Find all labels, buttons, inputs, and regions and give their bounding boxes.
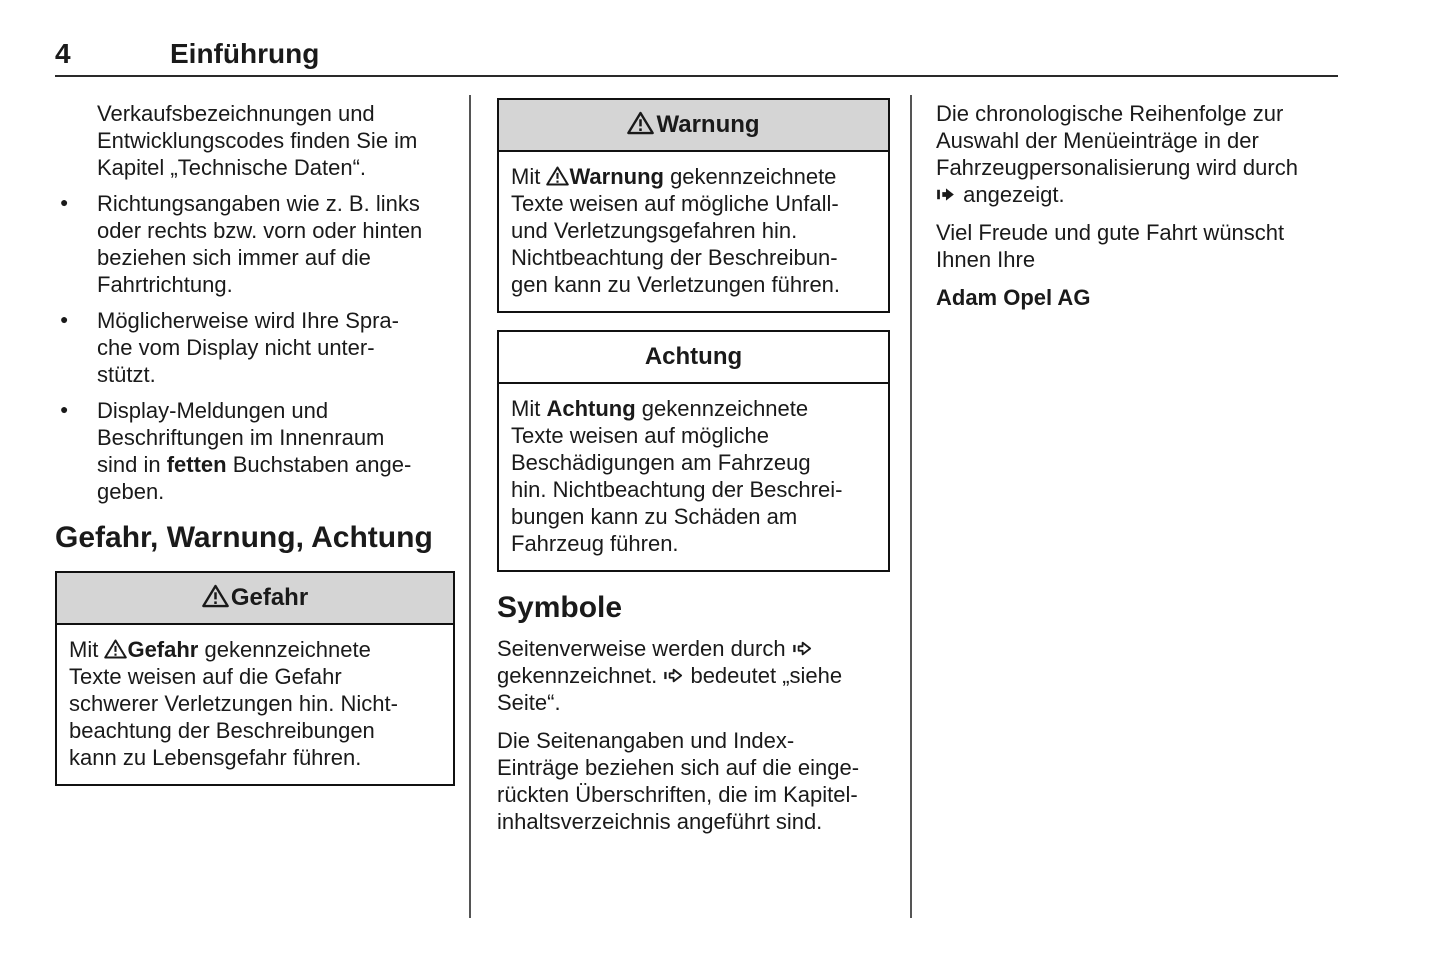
warning-icon [546, 163, 570, 190]
bullet-icon: ● [60, 401, 69, 417]
section-heading-symbole: Symbole [497, 591, 623, 624]
bullet-icon: ● [60, 311, 69, 327]
paragraph: Seitenverweise werden durch gekennzeichn… [497, 635, 843, 715]
warnung-box-title: Warnung [627, 111, 760, 139]
page-ref-arrow-icon [792, 635, 813, 662]
warning-icon [104, 636, 128, 663]
achtung-box-title: Achtung [644, 343, 743, 370]
chapter-title: Einführung [170, 38, 320, 69]
company-signature: Adam Opel AG [936, 285, 1091, 310]
page-header: 4 Einführung [55, 28, 1338, 77]
gefahr-box-title: Gefahr [201, 584, 308, 612]
bullet-icon: ● [60, 194, 69, 210]
paragraph: Die Seitenangaben und Index-Einträge bez… [497, 728, 860, 834]
list-item: ● Möglicherweise wird Ihre Spra-che vom … [55, 307, 455, 388]
page-ref-arrow-icon [663, 662, 684, 689]
warnung-box-header: Warnung [499, 100, 888, 152]
sequence-arrow-icon [936, 181, 957, 208]
column-divider-right [910, 95, 912, 918]
gefahr-box-header: Gefahr [57, 573, 453, 625]
achtung-box-header: Achtung [499, 332, 888, 384]
section-heading-gefahr-warnung-achtung: Gefahr, Warnung, Achtung [55, 521, 433, 554]
warning-icon [627, 111, 656, 139]
warning-icon [201, 584, 231, 612]
list-item-text: Möglicherweise wird Ihre Spra-che vom Di… [97, 308, 399, 387]
page-number: 4 [55, 38, 71, 69]
column-divider-left [469, 95, 471, 918]
